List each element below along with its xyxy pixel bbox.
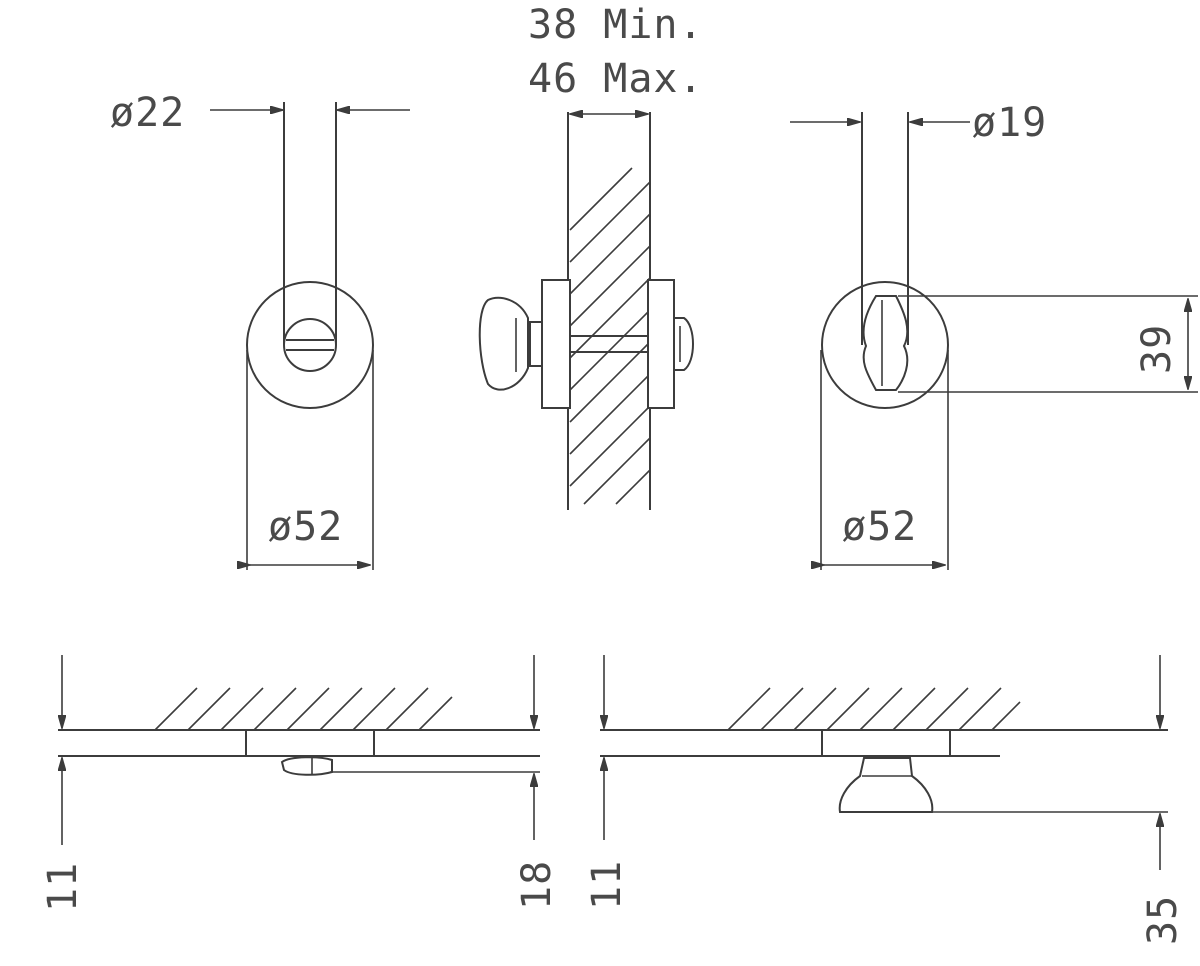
dim-height-39: 39 <box>1134 324 1180 374</box>
dim-bottom-left-18: 18 <box>514 860 560 910</box>
left-front-view: ø22 ø52 <box>110 90 410 570</box>
bottom-right-side-view: 11 35 <box>584 655 1186 945</box>
dim-bottom-right-11: 11 <box>584 860 630 910</box>
dim-bottom-left-11: 11 <box>40 862 86 912</box>
bottom-left-hatching <box>154 687 453 731</box>
door-hatching <box>569 167 651 505</box>
bottom-right-hatching <box>727 687 1021 731</box>
thumbturn <box>862 295 909 391</box>
dim-right-rosette-52: ø52 <box>842 504 917 550</box>
dim-wall-min: 38 Min. <box>528 2 704 48</box>
dim-left-rosette-52: ø52 <box>268 504 343 550</box>
dim-bottom-right-35: 35 <box>1140 895 1186 945</box>
left-rosette <box>246 281 374 409</box>
right-back-view: ø19 39 ø52 <box>790 100 1198 570</box>
dim-spindle-19: ø19 <box>972 100 1047 146</box>
dim-spindle-22: ø22 <box>110 90 185 136</box>
bottom-left-side-view: 11 18 <box>40 655 560 912</box>
right-rosette <box>821 281 949 409</box>
middle-section-view <box>478 112 694 510</box>
dim-wall-max: 46 Max. <box>528 56 704 102</box>
